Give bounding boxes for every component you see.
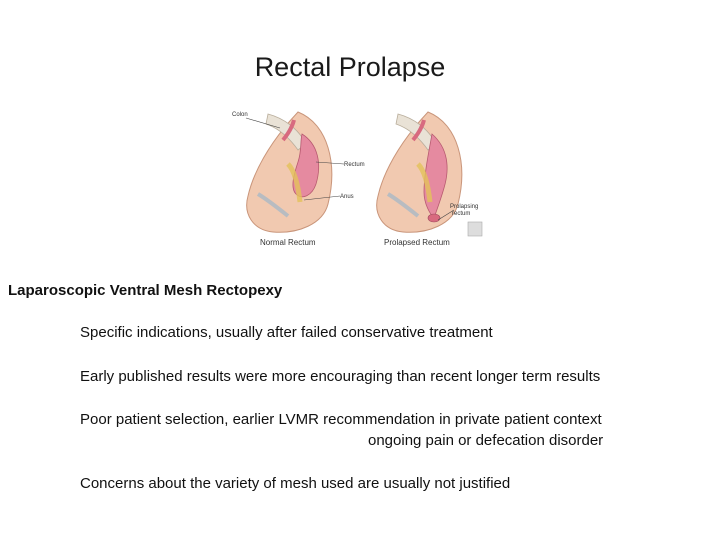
anatomy-illustration: Colon Rectum Anus Normal Rectum Prolapsi… bbox=[232, 111, 483, 247]
label-rectum: Rectum bbox=[344, 162, 365, 168]
caption-prolapsed-rectum: Prolapsed Rectum bbox=[384, 238, 450, 247]
normal-rectum-diagram: Colon Rectum Anus Normal Rectum bbox=[232, 111, 365, 247]
label-colon: Colon bbox=[232, 112, 248, 118]
label-anus: Anus bbox=[340, 194, 354, 200]
bullet-results: Early published results were more encour… bbox=[80, 368, 601, 385]
slide-title: Rectal Prolapse bbox=[254, 52, 446, 82]
bullet-patient-selection: Poor patient selection, earlier LVMR rec… bbox=[80, 411, 602, 428]
caption-normal-rectum: Normal Rectum bbox=[260, 238, 316, 247]
bullet-mesh-concerns: Concerns about the variety of mesh used … bbox=[80, 475, 511, 492]
label-prolapsing: Prolapsing bbox=[450, 204, 478, 210]
bullet-patient-selection-continued: ongoing pain or defecation disorder bbox=[368, 432, 604, 449]
bullet-indications: Specific indications, usually after fail… bbox=[80, 324, 493, 341]
publisher-logo bbox=[467, 221, 483, 237]
section-heading: Laparoscopic Ventral Mesh Rectopexy bbox=[8, 282, 283, 299]
label-prolapsing-rectum: rectum bbox=[452, 211, 470, 217]
prolapsed-rectum-diagram: Prolapsing rectum Prolapsed Rectum bbox=[376, 111, 483, 247]
